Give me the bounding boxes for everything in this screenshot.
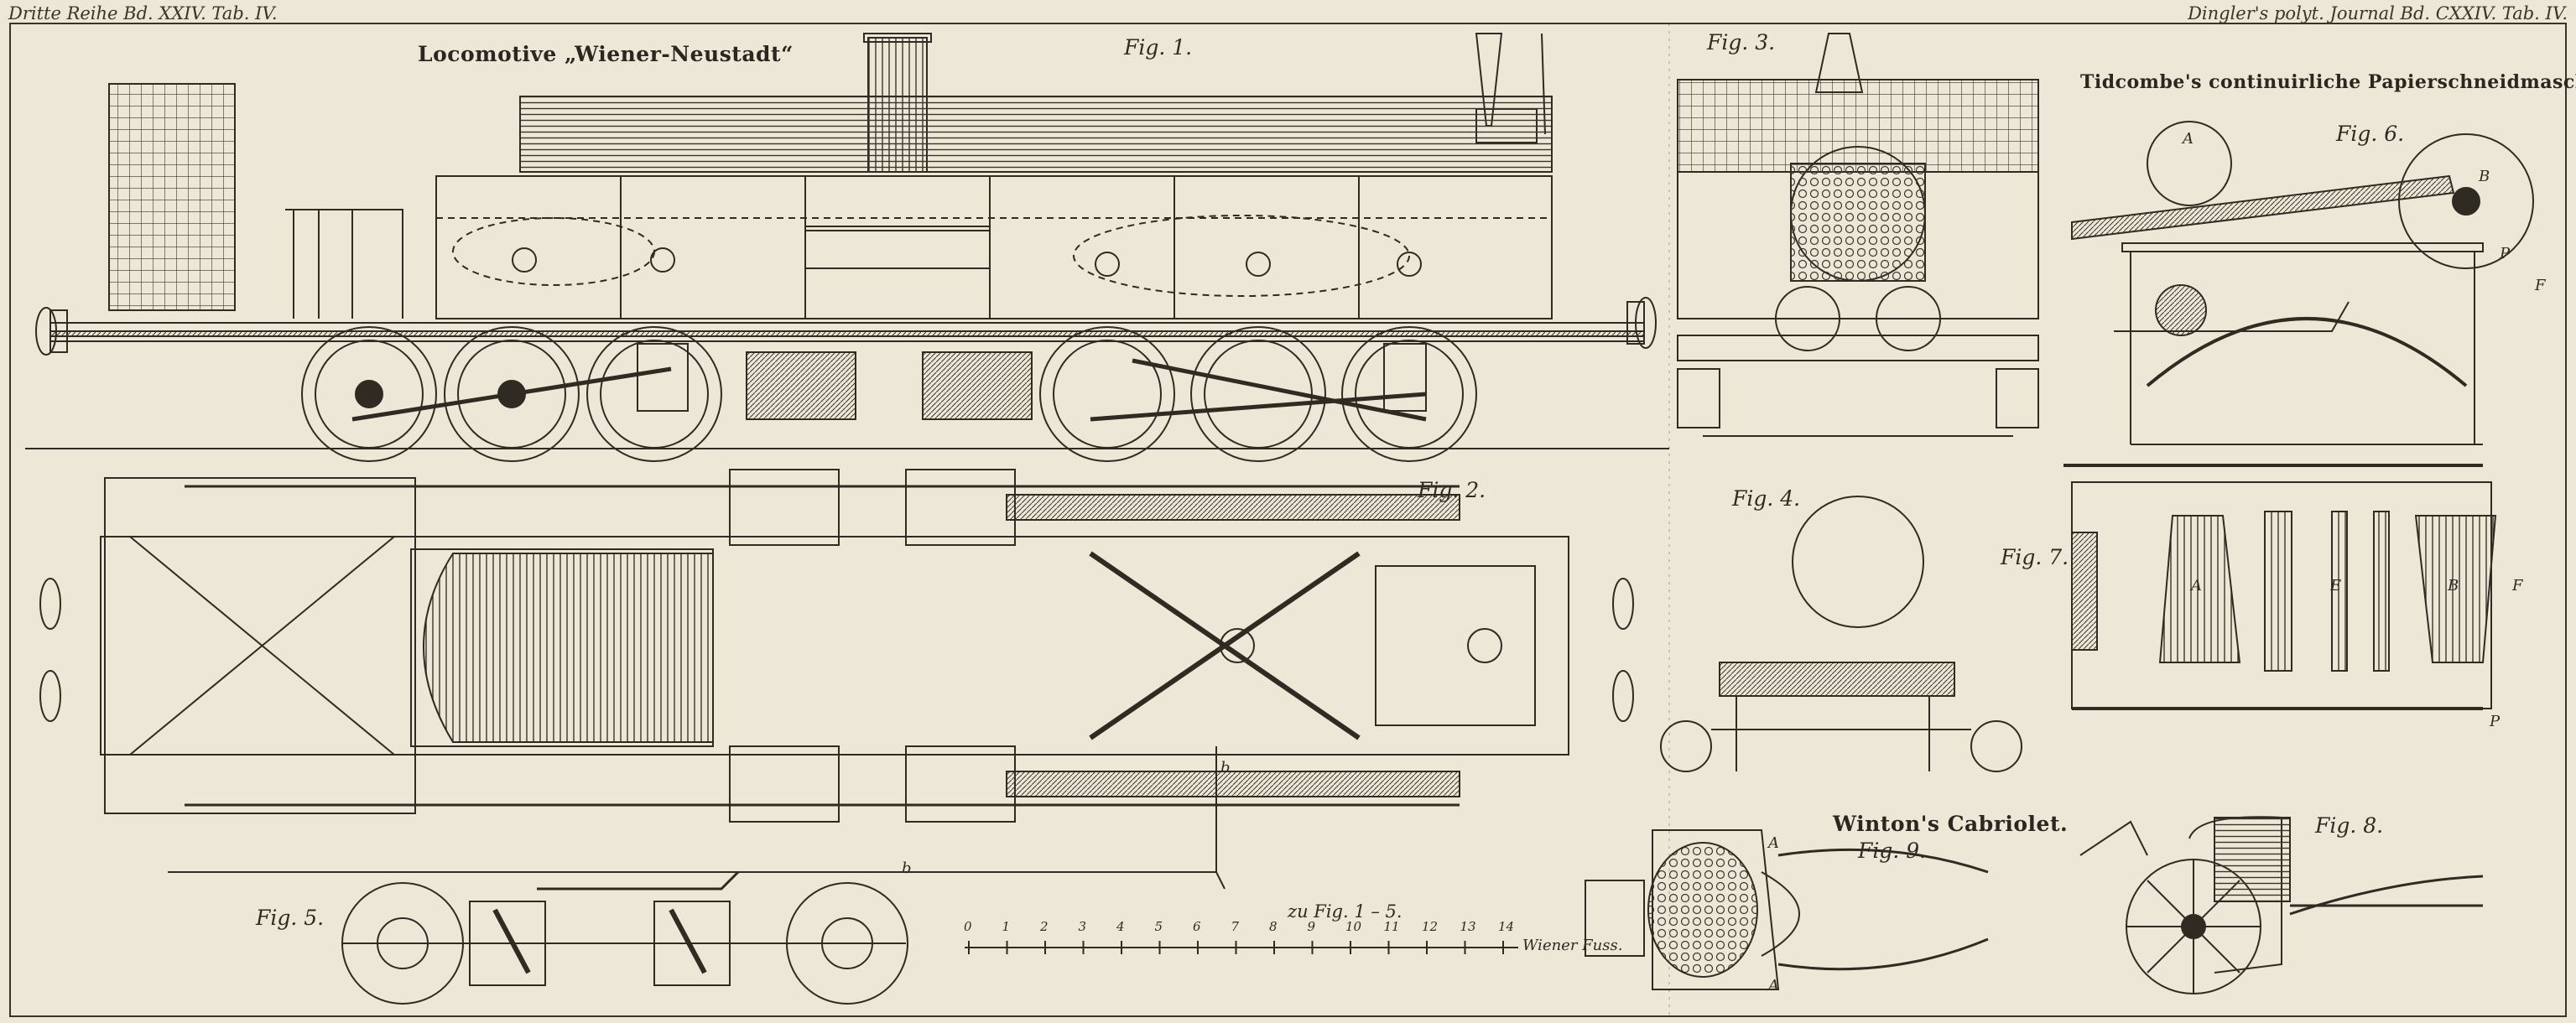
letter-fig6-P: P: [2500, 245, 2511, 262]
scale-tick-label: 10: [1345, 919, 1362, 934]
plate-border: [9, 23, 2567, 1017]
label-fig1: Fig. 1.: [1124, 35, 1193, 60]
paper-machine-plan: [2063, 464, 2497, 710]
scale-tick-label: 3: [1078, 919, 1087, 934]
scale-tick-label: 7: [1231, 919, 1240, 934]
scale-title: zu Fig. 1 – 5.: [1288, 901, 1402, 922]
paper-cutting-machine: [2071, 121, 2534, 445]
letter-fig7-E: E: [2330, 577, 2342, 595]
scale-tick-label: 11: [1383, 919, 1400, 934]
label-fig6: Fig. 6.: [2336, 122, 2405, 146]
letter-fig7-P: P: [2490, 713, 2501, 730]
letter-fig6-B: B: [2479, 168, 2490, 185]
scale-tick-label: 9: [1307, 919, 1316, 934]
letter-fig2-b1: b: [1220, 759, 1231, 776]
letter-fig6-A: A: [2183, 130, 2194, 148]
scale-tick-label: 1: [1002, 919, 1011, 934]
header-right: Dingler's polyt. Journal Bd. CXXIV. Tab.…: [2188, 3, 2568, 23]
title-winton: Winton's Cabriolet.: [1833, 812, 2069, 836]
scale-tick-label: 5: [1154, 919, 1163, 934]
locomotive-side-view: [25, 33, 1669, 462]
title-locomotive: Locomotive „Wiener-Neustadt“: [418, 42, 794, 66]
label-fig4: Fig. 4.: [1732, 486, 1801, 511]
scale-unit: Wiener Fuss.: [1522, 937, 1623, 954]
letter-fig9-A1: A: [1768, 834, 1779, 852]
header-left: Dritte Reihe Bd. XXIV. Tab. IV.: [8, 3, 278, 23]
fig4-section: [1660, 496, 2022, 772]
letter-fig7-F: F: [2512, 577, 2523, 595]
scale-tick-label: 14: [1498, 919, 1515, 934]
locomotive-front-view: [1677, 33, 2039, 437]
label-fig2: Fig. 2.: [1418, 478, 1486, 502]
label-fig7: Fig. 7.: [2001, 545, 2069, 569]
cabriolet-plan: [1585, 829, 1989, 990]
scale-tick-label: 4: [1116, 919, 1125, 934]
letter-fig6-F: F: [2535, 277, 2546, 294]
title-tidcombe: Tidcombe's continuirliche Papierschneidm…: [2080, 71, 2576, 93]
scale-tick-label: 12: [1422, 919, 1439, 934]
letter-fig2-b2: b: [902, 859, 912, 877]
label-fig5: Fig. 5.: [256, 906, 325, 930]
letter-fig9-A2: A: [1768, 977, 1779, 994]
letter-fig7-B: B: [2448, 577, 2459, 595]
label-fig8: Fig. 8.: [2315, 813, 2384, 838]
scale-tick-label: 2: [1040, 919, 1049, 934]
label-fig3: Fig. 3.: [1707, 30, 1776, 55]
scale-tick-label: 13: [1460, 919, 1476, 934]
label-fig9: Fig. 9.: [1858, 839, 1927, 863]
scale-tick-label: 0: [964, 919, 972, 934]
letter-fig7-A: A: [2191, 577, 2202, 595]
scale-tick-label: 8: [1269, 919, 1278, 934]
scale-tick-label: 6: [1193, 919, 1201, 934]
cabriolet-side: [2079, 816, 2484, 994]
scale-bar: [965, 941, 1518, 954]
wheel-detail: [341, 870, 908, 1005]
locomotive-plan-view: [39, 469, 1634, 890]
